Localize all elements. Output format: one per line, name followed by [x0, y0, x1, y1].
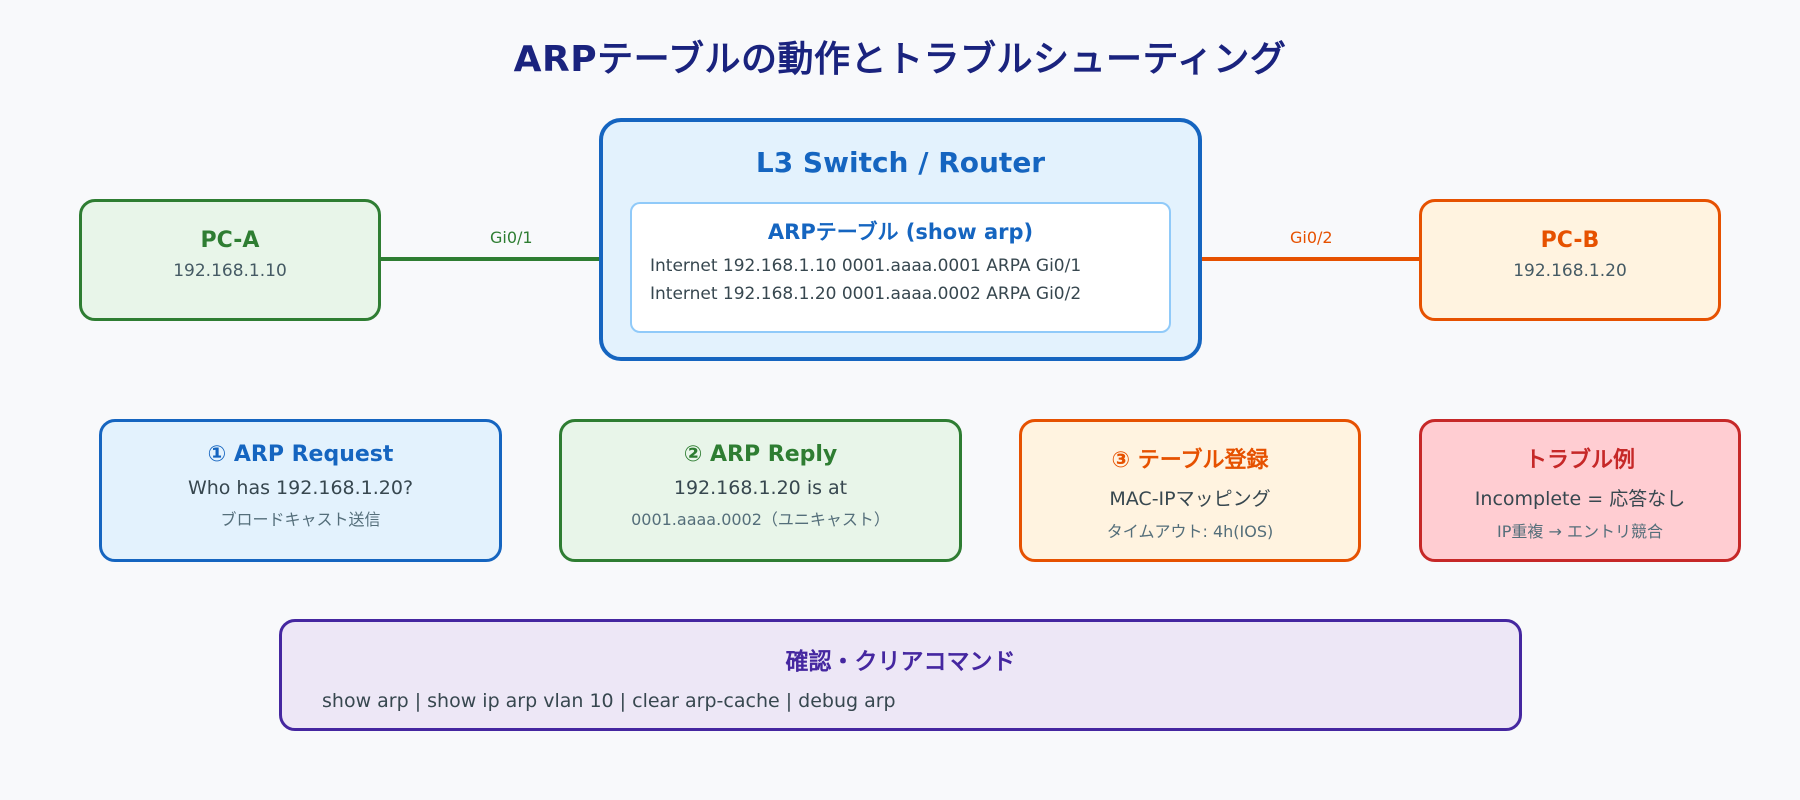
arp-table: ARPテーブル (show arp) Internet 192.168.1.10… [630, 202, 1171, 333]
arp-table-row: Internet 192.168.1.10 0001.aaaa.0001 ARP… [650, 256, 1082, 276]
step-table-registration: ③ テーブル登録 MAC-IPマッピング タイムアウト: 4h(IOS) [1019, 419, 1361, 562]
router-title: L3 Switch / Router [755, 146, 1046, 179]
arp-table-title: ARPテーブル (show arp) [767, 220, 1034, 244]
step-line: Incomplete = 応答なし [1474, 488, 1686, 510]
step-title: ① ARP Request [207, 442, 394, 467]
pc-a-name: PC-A [200, 228, 260, 253]
pc-a-ip: 192.168.1.10 [173, 261, 287, 281]
step-note: IP重複 → エントリ競合 [1497, 522, 1663, 541]
step-line: Who has 192.168.1.20? [187, 477, 414, 499]
step-title: トラブル例 [1524, 448, 1635, 473]
step-title: ② ARP Reply [683, 442, 838, 467]
step-line: 192.168.1.20 is at [673, 477, 848, 499]
pc-b-name: PC-B [1540, 228, 1600, 253]
step-arp-request: ① ARP Request Who has 192.168.1.20? ブロード… [99, 419, 502, 562]
link-pc-b [1200, 257, 1420, 261]
commands-panel: 確認・クリアコマンド show arp | show ip arp vlan 1… [279, 619, 1522, 731]
step-note: ブロードキャスト送信 [220, 510, 381, 529]
pc-a-node: PC-A 192.168.1.10 [79, 199, 381, 321]
link-pc-a [381, 257, 601, 261]
port-label-gi0-2: Gi0/2 [1290, 228, 1333, 247]
step-line: MAC-IPマッピング [1109, 488, 1271, 510]
router-node: L3 Switch / Router ARPテーブル (show arp) In… [599, 118, 1202, 361]
step-title: ③ テーブル登録 [1111, 448, 1269, 473]
port-label-gi0-1: Gi0/1 [490, 228, 533, 247]
commands-line: show arp | show ip arp vlan 10 | clear a… [322, 690, 896, 712]
step-arp-reply: ② ARP Reply 192.168.1.20 is at 0001.aaaa… [559, 419, 962, 562]
commands-title: 確認・クリアコマンド [785, 649, 1016, 675]
diagram-title: ARPテーブルの動作とトラブルシューティング [513, 39, 1287, 80]
arp-table-row: Internet 192.168.1.20 0001.aaaa.0002 ARP… [650, 284, 1082, 304]
pc-b-ip: 192.168.1.20 [1513, 261, 1627, 281]
pc-b-node: PC-B 192.168.1.20 [1419, 199, 1721, 321]
step-note: タイムアウト: 4h(IOS) [1106, 522, 1274, 541]
step-trouble-example: トラブル例 Incomplete = 応答なし IP重複 → エントリ競合 [1419, 419, 1741, 562]
step-note: 0001.aaaa.0002（ユニキャスト） [631, 510, 890, 529]
